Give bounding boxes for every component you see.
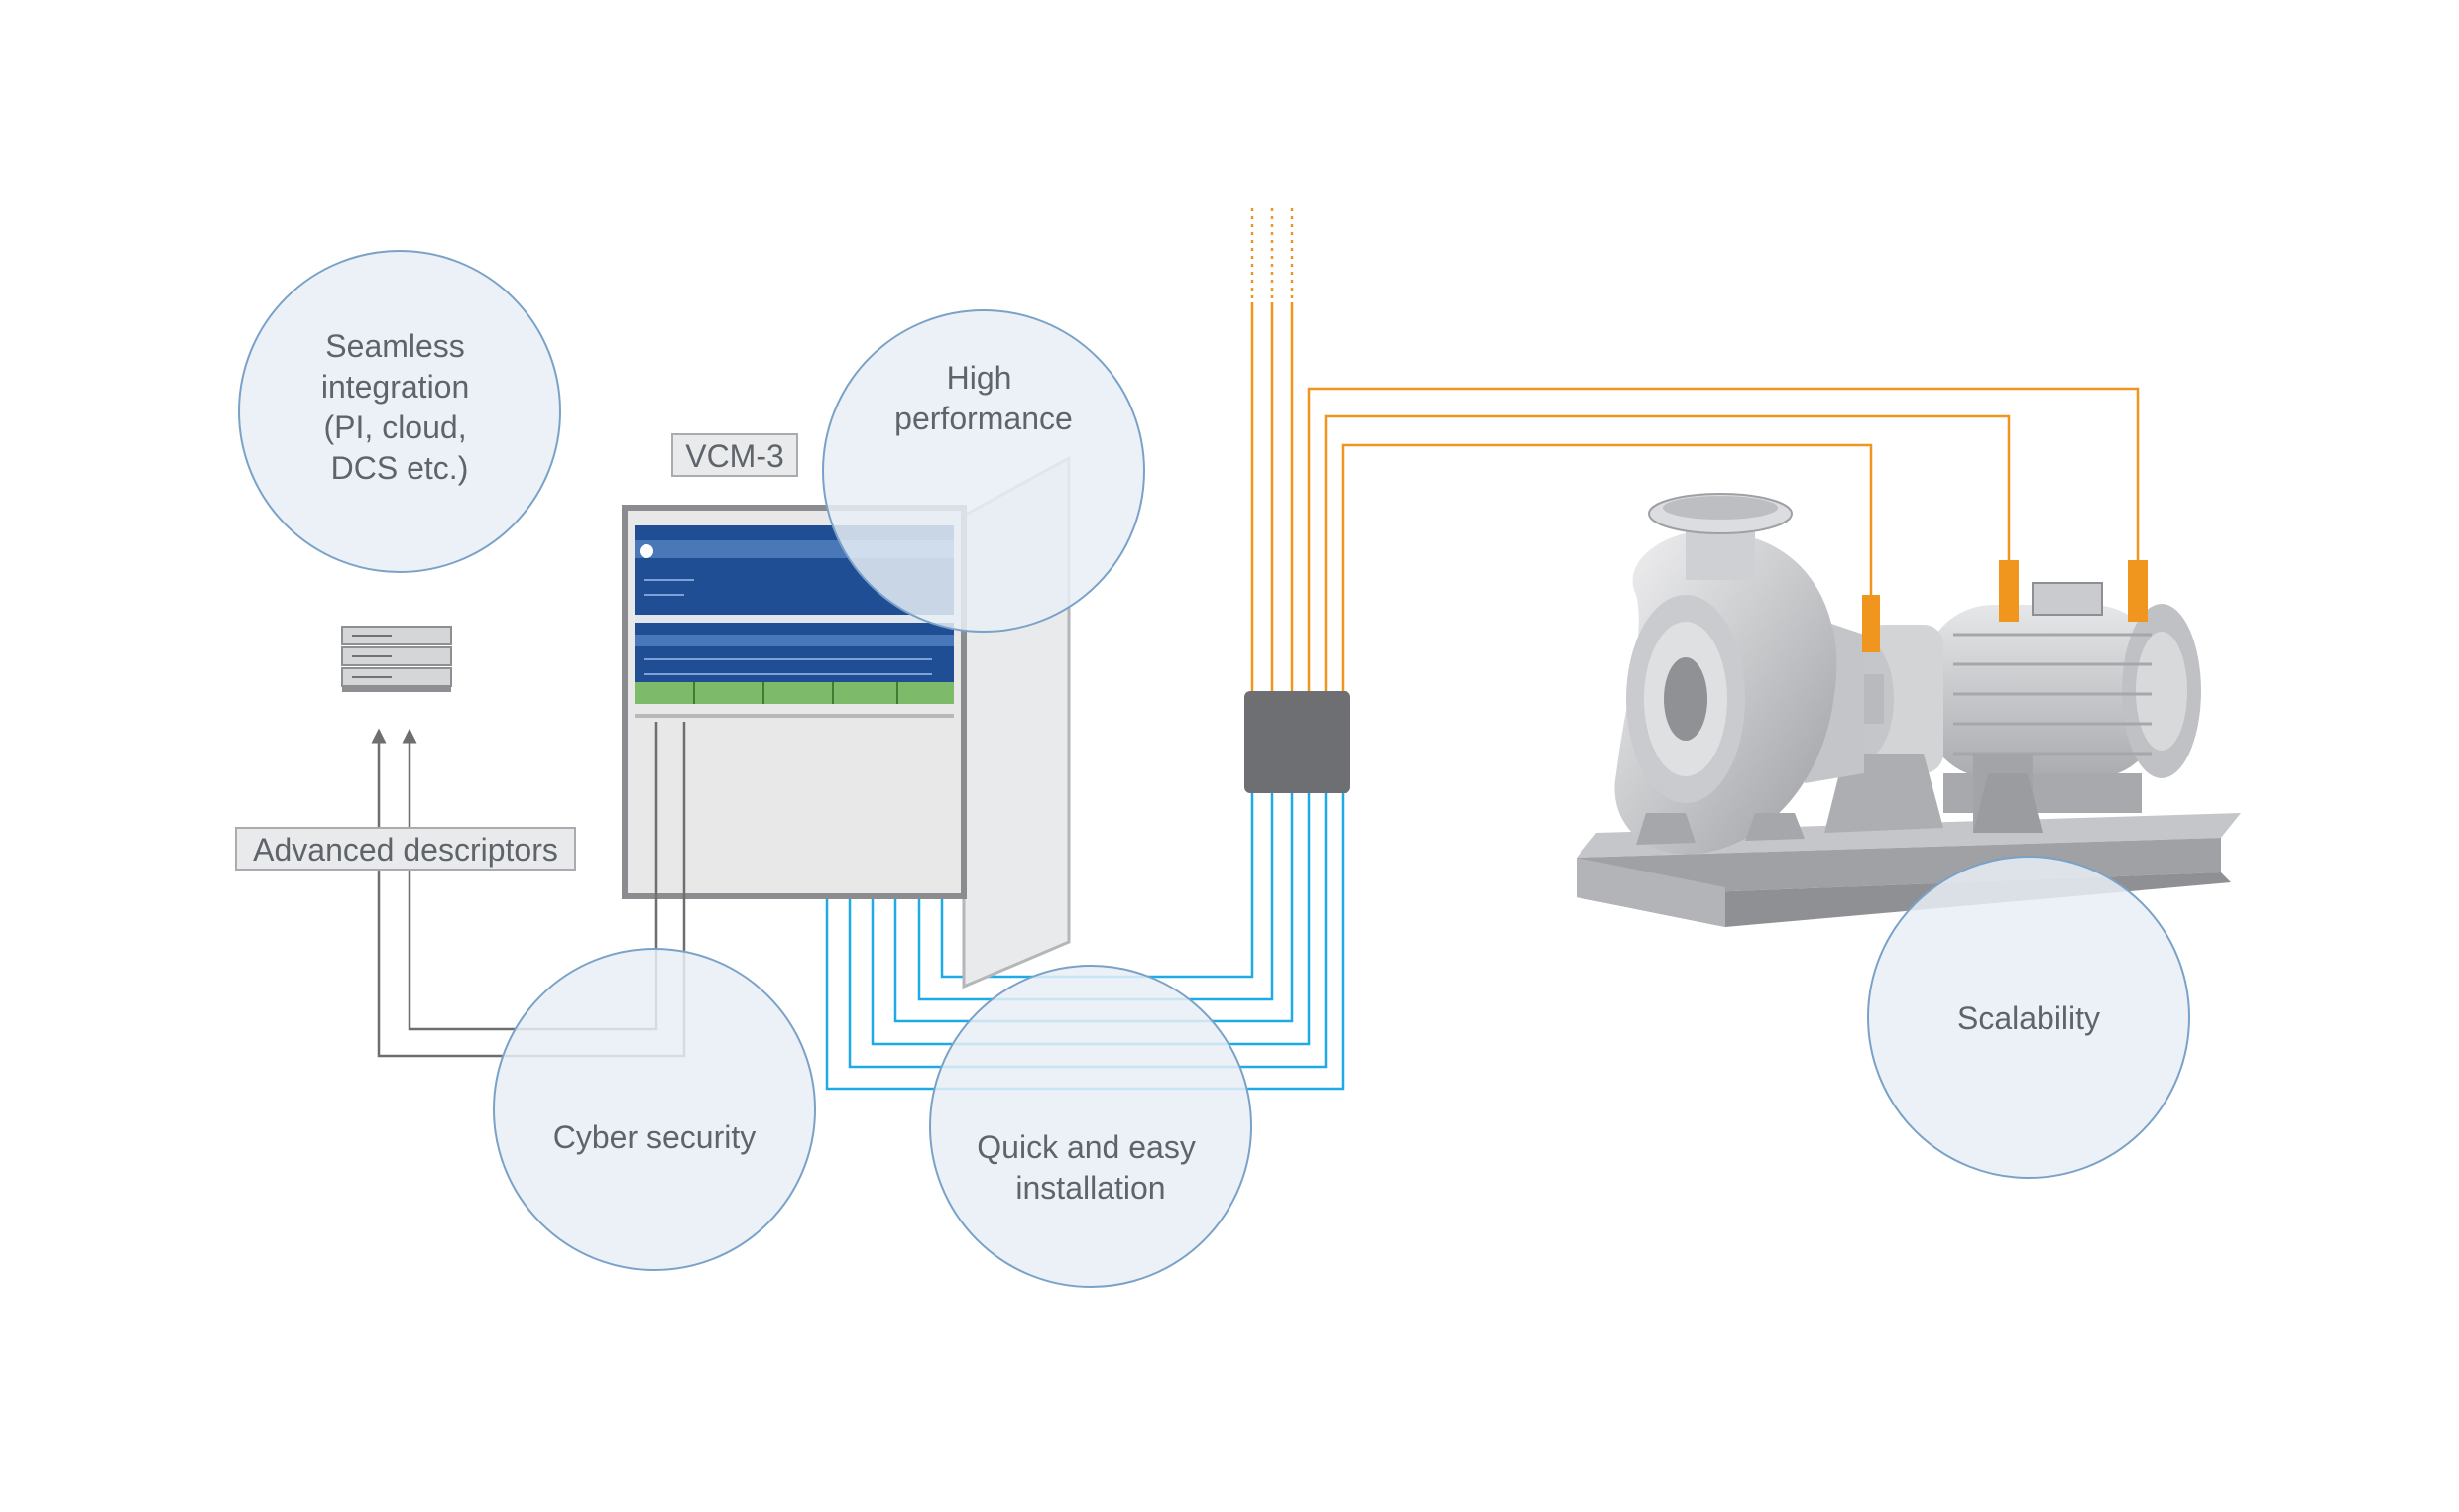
bubble-high-performance: High performance (822, 309, 1145, 633)
bubble-quick-installation-line-2: installation (1015, 1170, 1165, 1206)
label-advanced-descriptors-text: Advanced descriptors (253, 832, 558, 868)
bubble-high-performance-line-1: High (947, 360, 1012, 396)
sensor-motor-icon (2128, 560, 2148, 622)
bubble-seamless-line-2: integration (321, 369, 469, 405)
svg-text:Quick and easy installat: Quick and easy installation (977, 1129, 1204, 1206)
bubble-seamless-line-4: DCS etc.) (331, 450, 469, 486)
sensor-wires-orange (1250, 208, 2140, 691)
bubble-cyber-security: Cyber security (493, 948, 816, 1271)
sensor-pump-icon (1862, 595, 1880, 652)
svg-text:Scalability: Scalability (1957, 1000, 2100, 1036)
svg-text:Cyber security: Cyber security (553, 1119, 757, 1155)
vibration-sensors (1862, 560, 2148, 652)
server-rack-icon (341, 626, 452, 692)
bubble-quick-installation: Quick and easy installation (929, 965, 1252, 1288)
bubble-seamless-line-1: Seamless (325, 328, 465, 364)
label-vcm: VCM-3 (671, 433, 798, 477)
bubble-seamless-line-3: (PI, cloud, (324, 409, 467, 445)
label-vcm-text: VCM-3 (685, 438, 784, 474)
svg-text:Seamless integration: Seamless integration (PI, cloud, DCS etc… (321, 328, 478, 486)
sensor-bearing-icon (1999, 560, 2019, 622)
bubble-high-performance-line-2: performance (894, 401, 1073, 436)
bubble-cyber-security-line-1: Cyber security (553, 1119, 757, 1155)
bubble-quick-installation-line-1: Quick and easy (977, 1129, 1196, 1165)
label-advanced-descriptors: Advanced descriptors (235, 827, 576, 871)
svg-text:High performance: High performance (894, 360, 1073, 436)
centrifugal-pump-icon (1577, 493, 2241, 927)
junction-box-icon (1244, 691, 1350, 793)
bubble-scalability: Scalability (1867, 856, 2190, 1179)
bubble-scalability-line-1: Scalability (1957, 1000, 2100, 1036)
bubble-seamless-integration: Seamless integration (PI, cloud, DCS etc… (238, 250, 561, 573)
